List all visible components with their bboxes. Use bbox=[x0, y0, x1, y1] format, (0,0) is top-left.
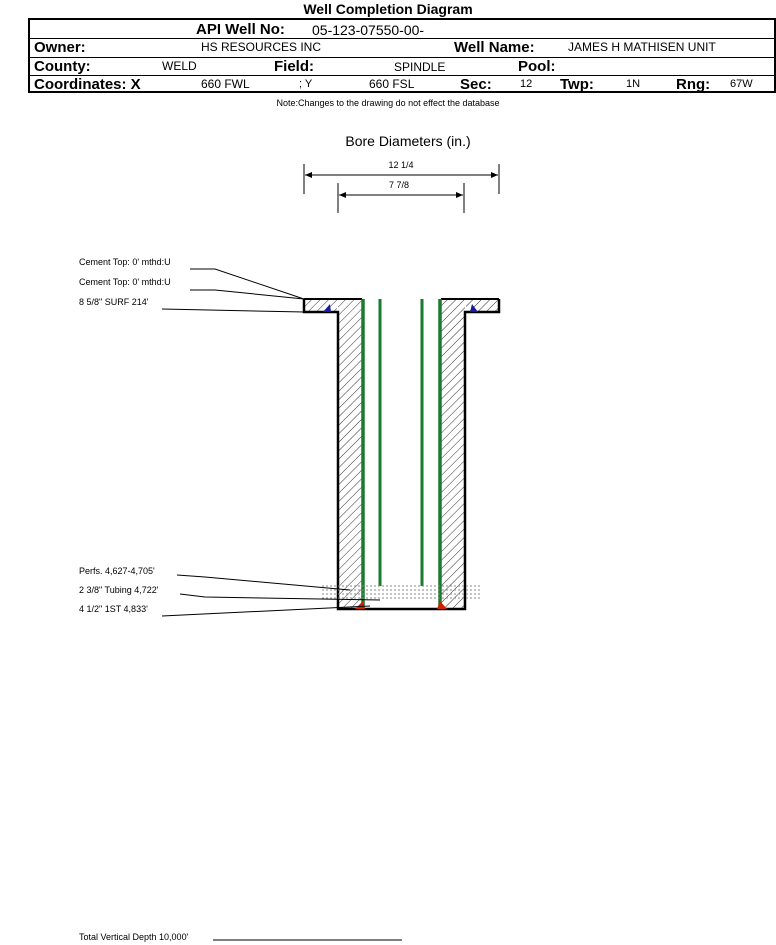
header-row-divider bbox=[30, 57, 774, 58]
borehole-outline bbox=[302, 299, 501, 611]
api-label: API Well No: bbox=[196, 21, 285, 38]
leader-surface-casing bbox=[161, 308, 305, 313]
cement-top-marker-left bbox=[323, 304, 331, 312]
callout-total-vertical-depth: Total Vertical Depth 10,000' bbox=[79, 932, 189, 942]
twp-value: 1N bbox=[626, 78, 641, 90]
coordinates-label: Coordinates: X bbox=[34, 76, 141, 93]
bore-inner-label: 7 7/8 bbox=[389, 180, 409, 190]
owner-value: HS RESOURCES INC bbox=[201, 40, 322, 54]
callout-cement-top-1: Cement Top: 0' mthd:U bbox=[79, 257, 171, 267]
county-value: WELD bbox=[162, 59, 197, 73]
field-label: Field: bbox=[274, 58, 314, 75]
callout-perfs: Perfs. 4,627-4,705' bbox=[79, 566, 155, 576]
twp-label: Twp: bbox=[560, 76, 594, 93]
surface-cement-left bbox=[304, 299, 337, 312]
bore-diameters-title: Bore Diameters (in.) bbox=[345, 133, 470, 149]
well-header-table: API Well No: 05-123-07550-00- Owner: HS … bbox=[28, 18, 776, 93]
owner-label: Owner: bbox=[34, 39, 86, 56]
leader-cement-top-2 bbox=[190, 289, 305, 300]
leader-cement-top-1 bbox=[190, 268, 305, 300]
sec-label: Sec: bbox=[460, 76, 492, 93]
leader-perfs bbox=[176, 574, 351, 591]
coord-fsl-value: 660 FSL bbox=[369, 77, 415, 91]
perforations bbox=[322, 585, 482, 599]
header-row-divider bbox=[30, 38, 774, 39]
well-name-value: JAMES H MATHISEN UNIT bbox=[568, 40, 716, 54]
leader-production-casing bbox=[161, 605, 371, 617]
pool-label: Pool: bbox=[518, 58, 556, 75]
rng-label: Rng: bbox=[676, 76, 711, 93]
annulus-cement-left bbox=[338, 299, 363, 609]
bore-outer-arrow-right bbox=[491, 172, 498, 178]
cement-top-marker-right bbox=[470, 304, 478, 312]
header-row-divider bbox=[30, 75, 774, 76]
callout-cement-top-2: Cement Top: 0' mthd:U bbox=[79, 277, 171, 287]
coord-y-value: ; Y bbox=[299, 78, 313, 90]
rng-value: 67W bbox=[730, 78, 753, 90]
bore-inner-arrow-left bbox=[339, 192, 346, 198]
annulus-cement-right bbox=[441, 299, 465, 609]
coord-x-value: 660 FWL bbox=[201, 77, 250, 91]
bore-outer-label: 12 1/4 bbox=[388, 160, 413, 170]
database-note: Note:Changes to the drawing do not effec… bbox=[276, 98, 500, 108]
leader-tubing bbox=[179, 593, 381, 601]
bore-inner-arrow-right bbox=[456, 192, 463, 198]
well-name-label: Well Name: bbox=[454, 39, 535, 56]
sec-value: 12 bbox=[520, 78, 533, 90]
page-title: Well Completion Diagram bbox=[303, 1, 473, 17]
callout-tubing: 2 3/8" Tubing 4,722' bbox=[79, 585, 159, 595]
field-value: SPINDLE bbox=[394, 60, 446, 74]
bore-outer-arrow-left bbox=[305, 172, 312, 178]
api-value: 05-123-07550-00- bbox=[312, 22, 425, 38]
county-label: County: bbox=[34, 58, 91, 75]
callout-surface-casing: 8 5/8" SURF 214' bbox=[79, 297, 149, 307]
callout-production-casing: 4 1/2" 1ST 4,833' bbox=[79, 604, 148, 614]
shoe-marker-right bbox=[437, 601, 447, 609]
